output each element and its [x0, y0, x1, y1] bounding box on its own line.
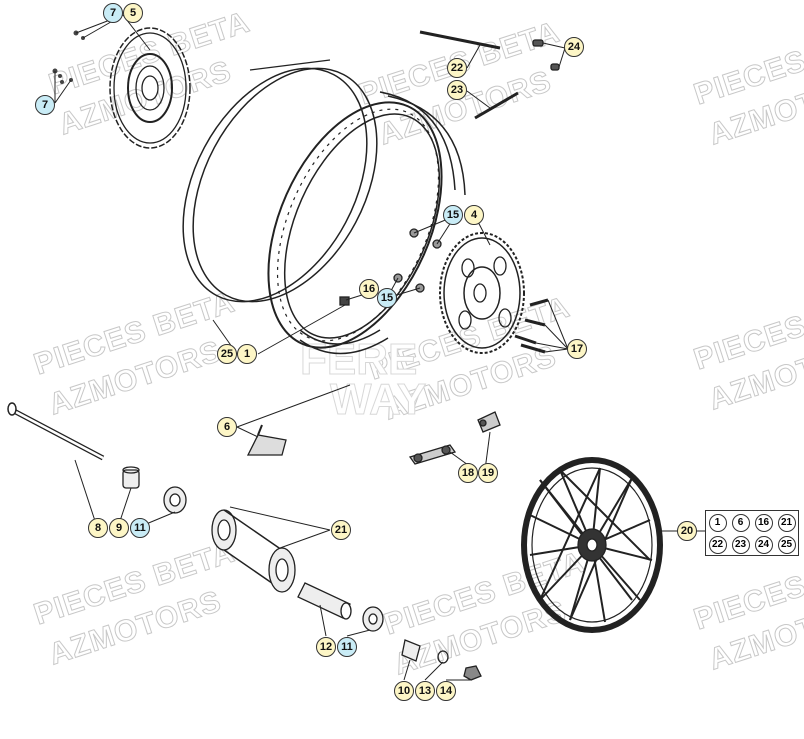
axle-nut	[463, 665, 482, 681]
disc-bolt	[52, 30, 85, 84]
center-logo-watermark: FERE	[299, 335, 418, 385]
callout-1[interactable]: 1	[237, 344, 257, 364]
spoke-rod	[419, 30, 519, 120]
rim-lock	[246, 424, 287, 456]
kit-item[interactable]: 1	[708, 514, 727, 532]
callout-7[interactable]: 7	[35, 95, 55, 115]
sprocket-bolt	[514, 298, 549, 354]
chain-link	[408, 411, 501, 465]
callout-20[interactable]: 20	[677, 521, 697, 541]
spoke-nipple	[532, 39, 560, 71]
kit-item[interactable]: 24	[754, 536, 773, 554]
spacer-tube	[297, 582, 352, 620]
wheel-axle	[7, 402, 105, 461]
washer	[437, 650, 449, 664]
callout-5[interactable]: 5	[123, 3, 143, 23]
rim	[267, 101, 443, 349]
center-logo-watermark: WAY	[329, 375, 427, 425]
callout-19[interactable]: 19	[478, 463, 498, 483]
sprocket-nut	[393, 228, 442, 293]
spacer	[401, 639, 421, 662]
callout-21[interactable]: 21	[331, 520, 351, 540]
callout-22[interactable]: 22	[447, 58, 467, 78]
callout-8[interactable]: 8	[88, 518, 108, 538]
callout-9[interactable]: 9	[109, 518, 129, 538]
wheel-hub	[211, 509, 296, 593]
sprocket	[439, 232, 525, 354]
callout-24[interactable]: 24	[564, 37, 584, 57]
kit-contents-grid: 1 6 16 21 22 23 24 25	[705, 510, 799, 556]
complete-wheel	[521, 457, 663, 633]
callout-25[interactable]: 25	[217, 344, 237, 364]
kit-item[interactable]: 6	[731, 514, 750, 532]
bearing	[362, 606, 384, 632]
kit-item[interactable]: 22	[708, 536, 727, 554]
callout-18[interactable]: 18	[458, 463, 478, 483]
kit-item[interactable]: 16	[754, 514, 773, 532]
bearing	[163, 486, 187, 514]
brake-disc	[109, 27, 191, 149]
rim-band	[299, 91, 466, 355]
tyre	[182, 59, 378, 303]
kit-item[interactable]: 21	[777, 514, 796, 532]
valve-nut	[339, 296, 350, 306]
callout-15[interactable]: 15	[377, 288, 397, 308]
callout-11[interactable]: 11	[337, 637, 357, 657]
spacer	[122, 466, 140, 489]
callout-4[interactable]: 4	[464, 205, 484, 225]
callout-23[interactable]: 23	[447, 80, 467, 100]
callout-12[interactable]: 12	[316, 637, 336, 657]
callout-16[interactable]: 16	[359, 279, 379, 299]
callout-15[interactable]: 15	[443, 205, 463, 225]
callout-13[interactable]: 13	[415, 681, 435, 701]
callout-17[interactable]: 17	[567, 339, 587, 359]
callout-11[interactable]: 11	[130, 518, 150, 538]
callout-7[interactable]: 7	[103, 3, 123, 23]
kit-item[interactable]: 23	[731, 536, 750, 554]
leader-lines	[54, 14, 705, 681]
callout-14[interactable]: 14	[436, 681, 456, 701]
kit-item[interactable]: 25	[777, 536, 796, 554]
callout-10[interactable]: 10	[394, 681, 414, 701]
callout-6[interactable]: 6	[217, 417, 237, 437]
